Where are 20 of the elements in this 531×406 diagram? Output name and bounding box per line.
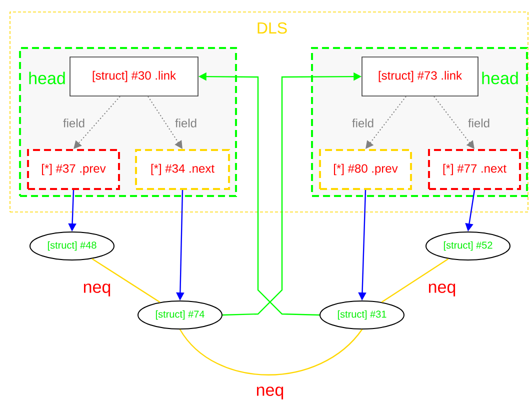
pointer-box: [*] #34 .next bbox=[135, 149, 230, 190]
arrow bbox=[366, 96, 406, 149]
pointer-box: [*] #77 .next bbox=[428, 149, 521, 190]
edge-label: neq bbox=[254, 386, 286, 400]
pointer-box: [*] #80 .prev bbox=[319, 149, 412, 190]
edge-label: neq bbox=[82, 282, 112, 298]
edge-label: field bbox=[467, 118, 491, 128]
struct-box: [struct] #73 .link bbox=[362, 56, 478, 96]
struct-box: [struct] #30 .link bbox=[70, 56, 198, 96]
arrow bbox=[434, 96, 474, 149]
arrow bbox=[74, 96, 120, 149]
arrow bbox=[148, 96, 182, 149]
pointer-box: [*] #37 .prev bbox=[27, 149, 120, 190]
edge-label: field bbox=[351, 118, 375, 128]
edge-label: field bbox=[62, 118, 86, 128]
connector-line bbox=[92, 258, 160, 303]
edge-label: neq bbox=[426, 282, 458, 298]
connector-line bbox=[381, 258, 449, 303]
connector-line bbox=[180, 329, 362, 376]
edge-label: field bbox=[174, 118, 198, 128]
